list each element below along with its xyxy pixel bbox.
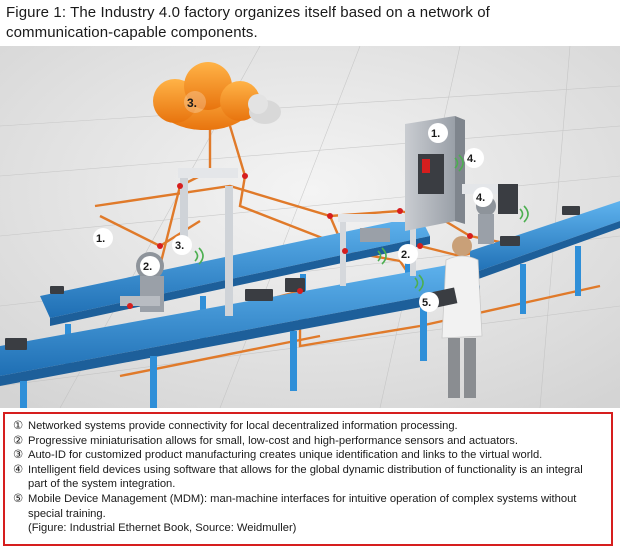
- callout-cloud-label: 3.: [187, 96, 197, 110]
- legend-number: ①: [13, 420, 24, 432]
- callout-mid-sensor: 2.: [398, 244, 418, 264]
- figure-header: Figure 1: The Industry 4.0 factory organ…: [0, 0, 620, 46]
- factory-scene-svg: 3. 1. 4. 1. 3. 2. 4. 2.: [0, 46, 620, 408]
- callout-cabinet-side-label: 4.: [467, 153, 476, 165]
- legend-text: Intelligent field devices using software…: [28, 463, 583, 491]
- callout-left-wire-label: 1.: [96, 233, 105, 245]
- figure-title-line-1: Figure 1: The Industry 4.0 factory organ…: [6, 4, 490, 21]
- connector-nodes: [127, 173, 473, 309]
- wireless-signal-icons: [194, 154, 529, 292]
- callout-robot-left-sensor: 3.: [172, 235, 192, 255]
- legend-number: ③: [13, 449, 24, 462]
- callout-robot-left: 2.: [140, 256, 160, 276]
- callout-tablet-label: 5.: [422, 297, 431, 309]
- legend-text: Networked systems provide connectivity f…: [28, 420, 458, 432]
- figure-title: Figure 1: The Industry 4.0 factory organ…: [6, 3, 606, 43]
- figure-title-line-2: communication-capable components.: [6, 24, 258, 41]
- legend-item-1: ① Networked systems provide connectivity…: [13, 419, 603, 434]
- callout-robot-right: 4.: [473, 187, 493, 207]
- product-boxes: [5, 206, 580, 350]
- callout-left-wire: 1.: [93, 228, 113, 248]
- legend-box: ① Networked systems provide connectivity…: [3, 412, 613, 546]
- callout-cabinet-label: 1.: [431, 128, 440, 140]
- callout-tablet: 5.: [419, 292, 439, 312]
- legend-text: Auto-ID for customized product manufactu…: [28, 449, 543, 462]
- callout-robot-right-label: 4.: [476, 192, 485, 204]
- legend-source: (Figure: Industrial Ethernet Book, Sourc…: [28, 522, 297, 535]
- legend-number: ②: [13, 434, 24, 447]
- legend-text: Mobile Device Management (MDM): man-mach…: [28, 492, 577, 520]
- legend-item-4: ④ Intelligent field devices using softwa…: [13, 463, 603, 492]
- legend-item-3: ③ Auto-ID for customized product manufac…: [13, 448, 603, 463]
- factory-illustration: 3. 1. 4. 1. 3. 2. 4. 2.: [0, 46, 620, 408]
- callout-cabinet-side: 4.: [464, 148, 484, 168]
- callout-cloud: 3.: [184, 91, 206, 113]
- conveyor-right: [470, 201, 620, 314]
- legend-item-2: ② Progressive miniaturisation allows for…: [13, 434, 603, 449]
- conveyor-front: [0, 261, 480, 408]
- callout-mid-sensor-label: 2.: [401, 249, 410, 261]
- worker-figure: [428, 236, 483, 398]
- legend-text: Progressive miniaturisation allows for s…: [28, 434, 518, 447]
- legend-item-5: ⑤ Mobile Device Management (MDM): man-ma…: [13, 492, 603, 521]
- legend-number: ④: [13, 463, 24, 476]
- callout-robot-left-label: 2.: [143, 261, 152, 273]
- cloud-icon: [153, 62, 281, 130]
- callout-robot-left-sensor-label: 3.: [175, 240, 184, 252]
- callout-cabinet: 1.: [428, 123, 448, 143]
- legend-number: ⑤: [13, 492, 24, 505]
